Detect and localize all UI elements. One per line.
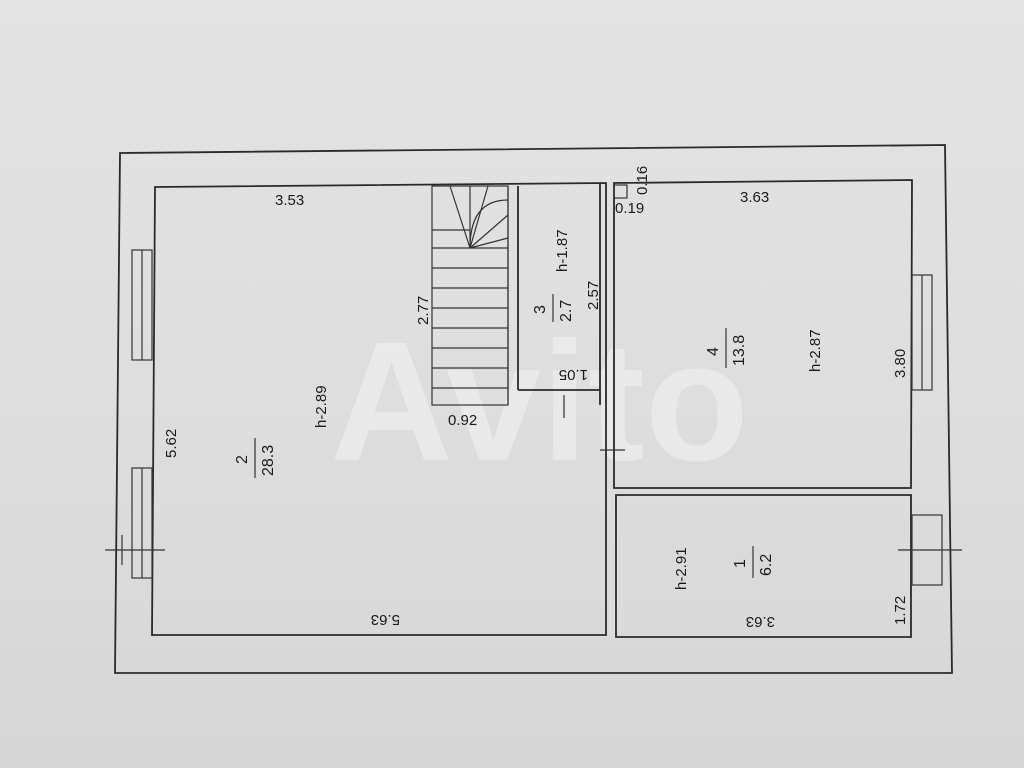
svg-text:2.7: 2.7: [558, 300, 575, 322]
room-3-label: 3 2.7: [532, 294, 575, 322]
stairs: [431, 185, 509, 406]
door-marks: [563, 395, 625, 460]
outer-wall: [114, 144, 953, 674]
vent-square: [613, 184, 628, 199]
svg-text:4: 4: [705, 347, 722, 356]
room-1-outline: [615, 494, 912, 638]
watermark: Avito: [330, 307, 749, 497]
window-left-upper: [131, 249, 153, 361]
dim-stair-width: 0.92: [448, 412, 477, 429]
room-4-outline: [613, 179, 913, 489]
room-3-extra: 2.57: [585, 281, 602, 310]
room-1-height: h-2.91: [673, 547, 690, 590]
room-4-label: 4 13.8: [705, 328, 748, 368]
dim-room3-bottom: 1.05: [559, 366, 588, 383]
dim-small-b: 0.19: [615, 200, 644, 217]
dim-top-left: 3.53: [275, 192, 304, 209]
dim-left-height: 5.62: [163, 429, 180, 458]
svg-text:1: 1: [732, 559, 749, 568]
dim-right-upper: 3.80: [892, 349, 909, 378]
dim-stair-height: 2.77: [415, 296, 432, 325]
dim-bottom-left: 5.63: [371, 611, 400, 628]
dim-right-lower: 1.72: [892, 596, 909, 625]
window-right-lower: [898, 514, 962, 586]
svg-text:13.8: 13.8: [731, 335, 748, 366]
svg-text:28.3: 28.3: [260, 445, 277, 476]
dim-small-a: 0.16: [634, 166, 651, 195]
dim-top-right: 3.63: [740, 189, 769, 206]
room-3-height: h-1.87: [554, 229, 571, 272]
window-left-lower: [105, 467, 165, 579]
room-2-height: h-2.89: [313, 385, 330, 428]
svg-text:6.2: 6.2: [758, 554, 775, 576]
room-2-label: 2 28.3: [234, 438, 277, 478]
room-2-outline: [151, 182, 607, 636]
svg-text:2: 2: [234, 455, 251, 464]
window-right-upper: [911, 274, 933, 391]
dim-bottom-right: 3.63: [746, 613, 775, 630]
svg-text:3: 3: [532, 305, 549, 314]
room-4-height: h-2.87: [807, 329, 824, 372]
room-1-label: 1 6.2: [732, 546, 775, 578]
